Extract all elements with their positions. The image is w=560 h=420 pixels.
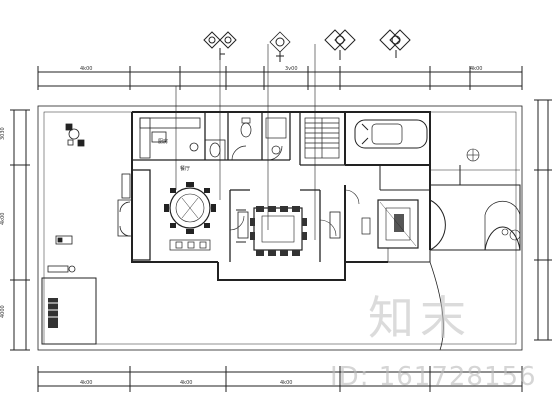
shed bbox=[41, 277, 97, 345]
plant bbox=[466, 148, 521, 241]
bottom-dimension-line bbox=[37, 366, 523, 392]
dim-top-2: 3v00 bbox=[285, 66, 298, 72]
dim-top-3: 4k00 bbox=[470, 66, 482, 72]
garage-car bbox=[354, 119, 428, 149]
kitchen-label: 厨房 bbox=[158, 138, 168, 145]
staircase bbox=[304, 117, 340, 159]
site-boundary bbox=[37, 105, 523, 351]
outer-wall-returns bbox=[379, 165, 431, 263]
terrace bbox=[429, 165, 521, 251]
column-marker-4 bbox=[379, 29, 411, 58]
dim-left-3: 4000 bbox=[0, 305, 6, 318]
dim-top-1: 4k00 bbox=[80, 66, 92, 72]
dim-left-1: 3030 bbox=[0, 127, 6, 140]
column-marker-2 bbox=[269, 31, 291, 62]
outdoor-chairs bbox=[47, 123, 85, 273]
right-dimension-line bbox=[534, 99, 552, 341]
axis-lines bbox=[175, 44, 316, 240]
left-dimension-line bbox=[10, 109, 30, 351]
dim-bottom-3: 4k00 bbox=[280, 380, 292, 386]
bathroom-fixtures bbox=[209, 117, 287, 161]
dim-bottom-2: 4k00 bbox=[180, 380, 192, 386]
living-room-sofa bbox=[236, 206, 341, 256]
kitchen-counters bbox=[139, 117, 226, 161]
top-dimension-line bbox=[37, 66, 523, 90]
entry-door bbox=[117, 173, 132, 237]
interior-partitions bbox=[131, 112, 345, 262]
sideboard bbox=[169, 239, 211, 251]
family-room-sofa bbox=[361, 199, 419, 249]
column-marker-3 bbox=[324, 29, 356, 60]
column-marker-1 bbox=[203, 31, 237, 60]
dining-table bbox=[164, 182, 216, 234]
building-walls bbox=[131, 111, 431, 281]
dining-label: 餐厅 bbox=[180, 165, 190, 172]
driveway-edge bbox=[429, 261, 444, 351]
door-swings bbox=[229, 189, 389, 262]
dim-left-2: 4k00 bbox=[0, 213, 6, 225]
dim-bottom-1: 4k00 bbox=[80, 380, 92, 386]
